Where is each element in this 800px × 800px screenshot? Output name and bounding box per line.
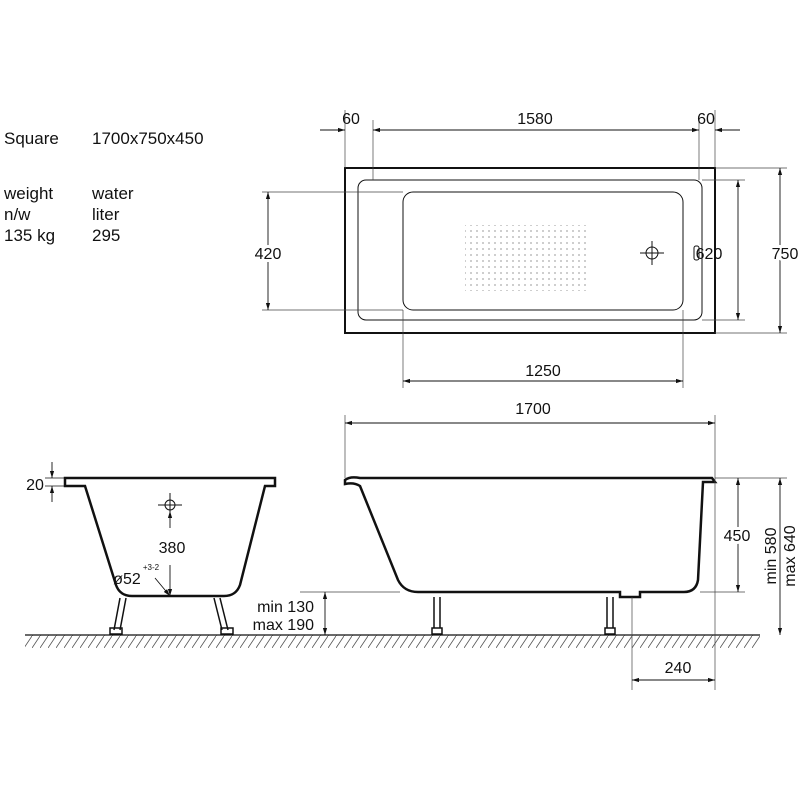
height-max: max 640: [782, 525, 799, 586]
dim-overflow-height: 380: [159, 540, 186, 557]
model-size: 1700x750x450: [92, 129, 204, 148]
weight-value: 135 kg: [4, 226, 56, 245]
leg: [109, 597, 127, 635]
leg-min: min 130: [257, 599, 314, 616]
leg: [213, 597, 234, 635]
water-sub: liter: [92, 205, 120, 224]
dim-inner-length: 1580: [517, 111, 553, 128]
dim-basin-length: 1250: [525, 363, 561, 380]
leg-max: max 190: [253, 617, 314, 634]
water-label: water: [92, 184, 134, 203]
drain-icon: [640, 241, 664, 265]
cross-section-view: [45, 462, 277, 635]
top-view-dimensions: 60 1580 60 420 620 750 1250: [252, 111, 800, 380]
model-name: Square: [4, 129, 59, 148]
cross-section-dimensions: 20 380 ø52 +3-2: [26, 477, 185, 588]
overflow-icon: [693, 245, 700, 261]
dim-left-rim: 60: [342, 111, 360, 128]
floor-hatch: [25, 635, 760, 648]
height-min: min 580: [763, 527, 780, 584]
anti-slip-dots: [465, 225, 587, 291]
water-value: 295: [92, 226, 121, 245]
top-view: [262, 110, 787, 388]
dim-inner-width: 620: [696, 246, 723, 263]
side-view: [300, 415, 787, 690]
weight-label: weight: [4, 184, 54, 203]
side-view-dimensions: 1700 450 240 min 130 max 190 min 580 max…: [253, 401, 800, 677]
drain-diameter: ø52: [113, 571, 141, 588]
leg: [431, 597, 443, 635]
dim-basin-width: 420: [255, 246, 282, 263]
dim-total-width: 750: [772, 246, 799, 263]
leg: [604, 597, 616, 635]
weight-sub: n/w: [4, 205, 31, 224]
dim-drain-offset: 240: [665, 660, 692, 677]
dim-depth: 450: [724, 528, 751, 545]
dim-right-rim: 60: [697, 111, 715, 128]
dim-total-length: 1700: [515, 401, 551, 418]
drain-tolerance: +3-2: [143, 563, 160, 572]
dim-rim: 20: [26, 477, 44, 494]
